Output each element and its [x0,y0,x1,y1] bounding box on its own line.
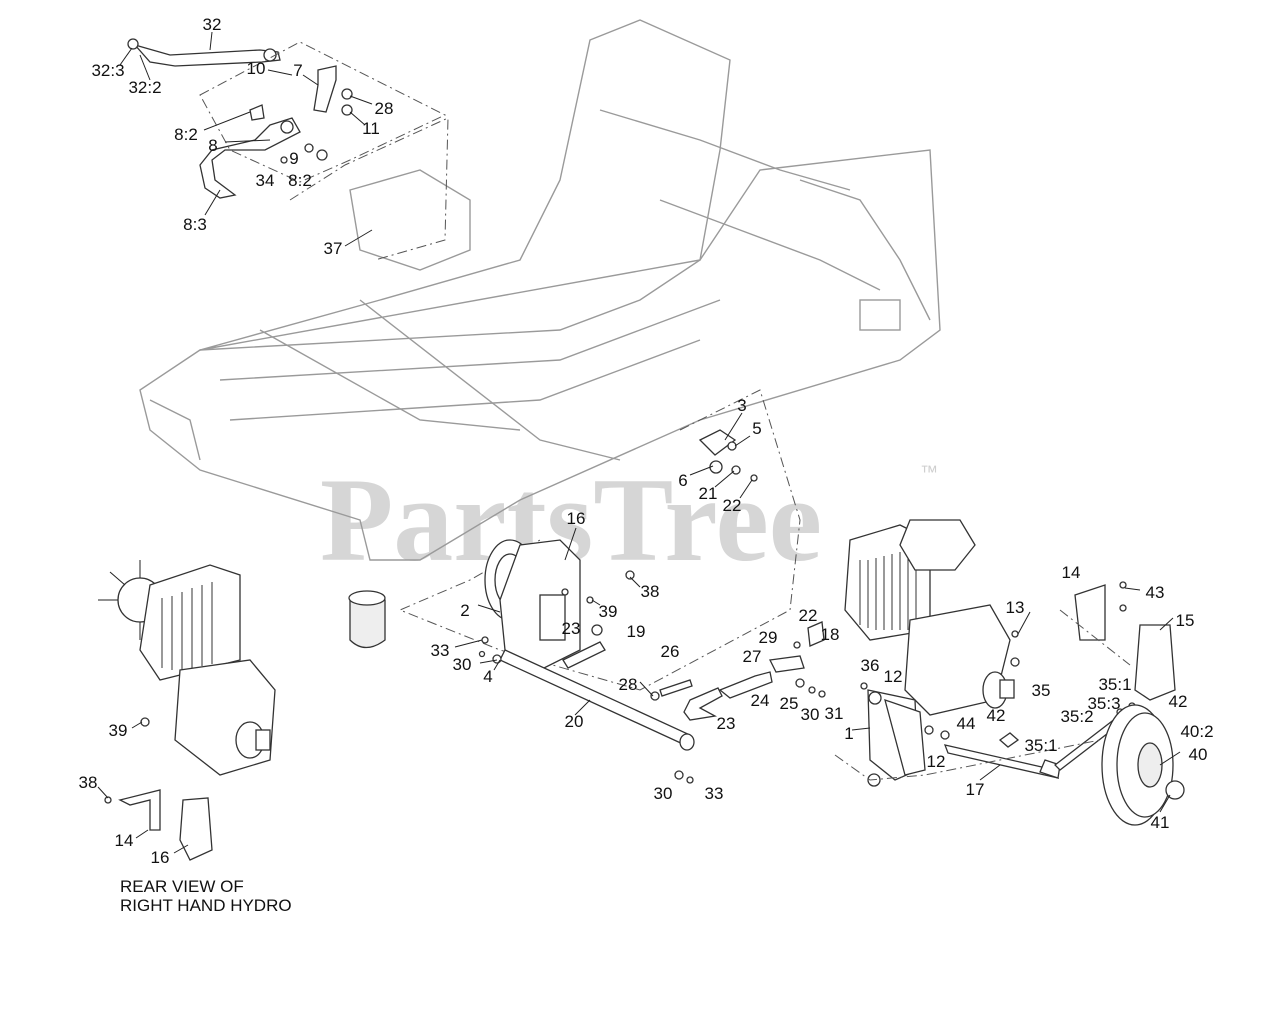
callout-label: 4 [483,667,492,686]
callout-label: 39 [599,602,618,621]
callout-label: 5 [752,419,761,438]
callout-label: 12 [884,667,903,686]
callout-label: 22 [799,606,818,625]
callout-label: 17 [966,780,985,799]
callout-label: 12 [927,752,946,771]
callout-label: 14 [115,831,134,850]
callout-label: 23 [717,714,736,733]
callout-label: 15 [1176,611,1195,630]
callout-label: 18 [821,625,840,644]
callout-label: 37 [324,239,343,258]
callout-label: 29 [759,628,778,647]
callout-label: 33 [705,784,724,803]
callout-label: 20 [565,712,584,731]
callout-label: 32:3 [91,61,124,80]
callout-label: 3 [737,396,746,415]
callout-label: 16 [151,848,170,867]
caption-line-2: RIGHT HAND HYDRO [120,896,292,915]
callout-label: 7 [293,61,302,80]
callout-label: 21 [699,484,718,503]
callout-label: 26 [661,642,680,661]
callout-label: 14 [1062,563,1081,582]
callout-label: 30 [654,784,673,803]
callout-label: 10 [247,59,266,78]
callout-label: 19 [627,622,646,641]
callout-label: 24 [751,691,770,710]
callout-label: 30 [453,655,472,674]
callout-label: 40 [1189,745,1208,764]
callout-label: 39 [109,721,128,740]
callout-label: 8:2 [174,125,198,144]
callout-label: 31 [825,704,844,723]
callout-label: 22 [723,496,742,515]
callout-label: 35:3 [1087,694,1120,713]
callout-label: 8:3 [183,215,207,234]
callout-label: 11 [362,119,380,138]
watermark-trademark: ™ [920,462,938,482]
callout-label: 34 [256,171,275,190]
callout-label: 44 [957,714,976,733]
callout-label: 36 [861,656,880,675]
callout-label: 38 [641,582,660,601]
callout-label: 33 [431,641,450,660]
callout-label: 28 [619,675,638,694]
caption-line-1: REAR VIEW OF [120,877,244,896]
callout-label: 8:2 [288,171,312,190]
callout-label: 23 [562,619,581,638]
callout-label: 35:2 [1060,707,1093,726]
callout-label: 41 [1151,813,1170,832]
left-pump-assembly [478,539,826,784]
callout-label: 42 [987,706,1006,725]
right-hydro-assembly [834,519,1185,826]
callout-label: 32:2 [128,78,161,97]
callout-label: 8 [208,136,217,155]
callout-label: 9 [289,149,298,168]
callout-label: 35 [1032,681,1051,700]
linkage-parts [398,389,801,691]
chassis-frame [139,19,941,649]
control-lever-assembly [127,38,449,261]
callout-label: 35:1 [1098,675,1131,694]
callout-label: 13 [1006,598,1025,617]
callout-label: 43 [1146,583,1165,602]
callout-label: 32 [203,15,222,34]
callout-label: 27 [743,647,762,666]
callout-label: 42 [1169,692,1188,711]
leader-lines [97,31,1181,854]
callout-label: 38 [79,773,98,792]
callout-label: 16 [567,509,586,528]
callout-label: 30 [801,705,820,724]
callout-label: 25 [780,694,799,713]
callout-label: 28 [375,99,394,118]
callout-label: 40:2 [1180,722,1213,741]
callout-label: 35:1 [1024,736,1057,755]
callout-label: 1 [844,724,853,743]
callout-label: 2 [460,601,469,620]
rear-view-inset [98,560,276,861]
callout-label: 6 [678,471,687,490]
